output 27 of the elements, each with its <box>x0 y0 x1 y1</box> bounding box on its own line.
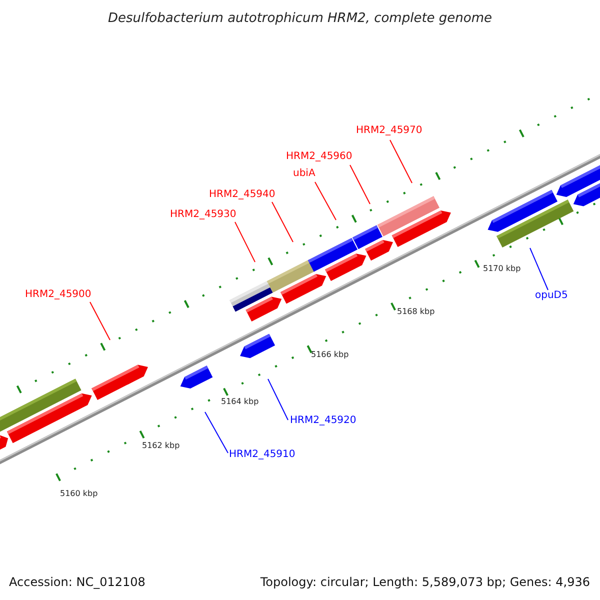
genome-stats-text: Topology: circular; Length: 5,589,073 bp; Genes: 4,936 <box>260 575 590 589</box>
gene-label: HRM2_45900 <box>25 289 92 301</box>
gene-label: HRM2_45970 <box>356 125 422 137</box>
leader-line <box>268 378 288 420</box>
leader-line <box>234 222 256 262</box>
scale-label: 5168 kbp <box>397 307 435 317</box>
gene-label: ubiA <box>293 168 316 180</box>
leader-line <box>204 412 228 454</box>
gene-label: HRM2_45960 <box>286 151 352 163</box>
scale-label: 5166 kbp <box>311 350 349 360</box>
scale-label: 5162 kbp <box>142 441 180 451</box>
gene-label: HRM2_45910 <box>229 449 296 461</box>
gene-label: HRM2_45930 <box>170 209 236 221</box>
gene-label: HRM2_45920 <box>290 415 356 427</box>
leader-line <box>390 140 412 184</box>
scale-label: 5160 kbp <box>60 489 98 499</box>
gene-label: HRM2_45940 <box>209 189 276 201</box>
diagram-title: Desulfobacterium autotrophicum HRM2, complete genome <box>106 11 494 26</box>
gene-label: opuD5 <box>535 290 568 302</box>
scale-label: 5164 kbp <box>221 397 259 407</box>
leader-line <box>314 182 336 220</box>
leader-line <box>350 164 370 204</box>
leader-line <box>530 248 548 290</box>
leader-line <box>272 202 294 242</box>
scale-label: 5170 kbp <box>483 264 521 274</box>
accession-text: Accession: NC_012108 <box>9 575 146 589</box>
leader-line <box>90 302 110 340</box>
